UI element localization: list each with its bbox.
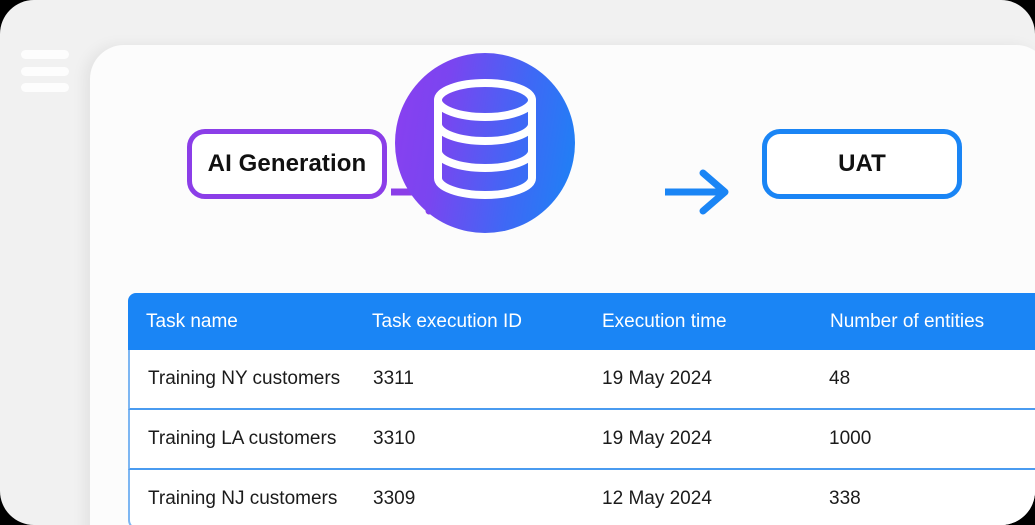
cell-entities: 1000 [829, 428, 872, 449]
cell-entities: 338 [829, 488, 861, 509]
flow-node-uat-label: UAT [838, 150, 886, 177]
hamburger-menu-icon[interactable] [21, 50, 69, 92]
hamburger-bar-2 [21, 66, 69, 76]
cell-task-name: Training LA customers [148, 428, 337, 449]
table-row[interactable]: Training NY customers 3311 19 May 2024 4… [128, 350, 1035, 410]
table-row[interactable]: Training NJ customers 3309 12 May 2024 3… [128, 470, 1035, 525]
cell-entities: 48 [829, 368, 851, 389]
hamburger-bar-1 [21, 50, 69, 59]
database-icon [395, 53, 575, 233]
column-header-execution-id[interactable]: Task execution ID [372, 310, 522, 332]
arrow-right-blue-icon [661, 164, 733, 225]
cell-task-name: Training NY customers [148, 368, 341, 389]
table-header-row: Task name Task execution ID Execution ti… [128, 293, 1035, 350]
pipeline-diagram: AI Generation [90, 45, 1035, 295]
cell-execution-time: 19 May 2024 [602, 428, 712, 449]
column-header-entities[interactable]: Number of entities [830, 310, 985, 332]
cell-execution-id: 3309 [373, 488, 416, 509]
content-card: AI Generation [90, 45, 1035, 525]
task-executions-table: Task name Task execution ID Execution ti… [128, 293, 1035, 525]
flow-node-uat[interactable]: UAT [762, 129, 962, 199]
cell-task-name: Training NJ customers [148, 488, 338, 509]
table-row[interactable]: Training LA customers 3310 19 May 2024 1… [128, 410, 1035, 470]
column-header-task-name[interactable]: Task name [146, 310, 238, 332]
flow-node-ai-generation-label: AI Generation [207, 150, 367, 177]
cell-execution-time: 19 May 2024 [602, 368, 712, 389]
column-header-execution-time[interactable]: Execution time [602, 310, 727, 332]
flow-node-ai-generation[interactable]: AI Generation [187, 129, 387, 199]
hamburger-bar-3 [21, 83, 69, 92]
cell-execution-time: 12 May 2024 [602, 488, 712, 509]
cell-execution-id: 3310 [373, 428, 416, 449]
cell-execution-id: 3311 [373, 368, 414, 389]
